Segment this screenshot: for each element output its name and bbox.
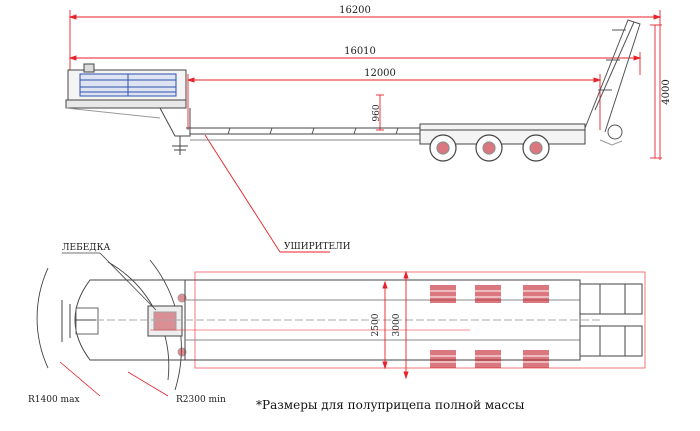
label-wideners: УШИРИТЕЛИ <box>284 242 351 252</box>
dim-deck-height: 960 <box>372 104 382 121</box>
label-winch: ЛЕБЕДКА <box>62 243 111 253</box>
wheel-groups-top <box>430 285 549 368</box>
width-dimensions <box>382 270 409 380</box>
side-view: 16200 16010 12000 960 4000 <box>65 5 672 253</box>
gooseneck-platform-top <box>61 279 187 361</box>
dim-overall-length: 16200 <box>339 5 371 16</box>
dim-platform-length: 16010 <box>344 46 376 57</box>
rear-ramps-top <box>579 283 643 357</box>
rear-ramps <box>584 19 641 146</box>
winch <box>147 305 183 337</box>
footnote: *Размеры для полуприцепа полной массы <box>256 398 525 412</box>
top-view: R1400 max R2300 min ЛЕБЕДКА УШИРИТЕЛИ <box>28 242 646 405</box>
radius-leaders <box>59 361 169 397</box>
gooseneck <box>65 63 191 155</box>
dim-deck-length: 12000 <box>364 68 396 79</box>
dimension-lines <box>68 10 662 253</box>
dim-width-standard: 2500 <box>371 313 381 336</box>
wheel-set <box>429 134 550 162</box>
deck-top <box>96 271 646 369</box>
dim-width-extended: 3000 <box>392 313 402 336</box>
radius-max-label: R1400 max <box>28 395 80 405</box>
radius-min-label: R2300 min <box>176 395 226 405</box>
dim-total-height: 4000 <box>661 79 672 104</box>
